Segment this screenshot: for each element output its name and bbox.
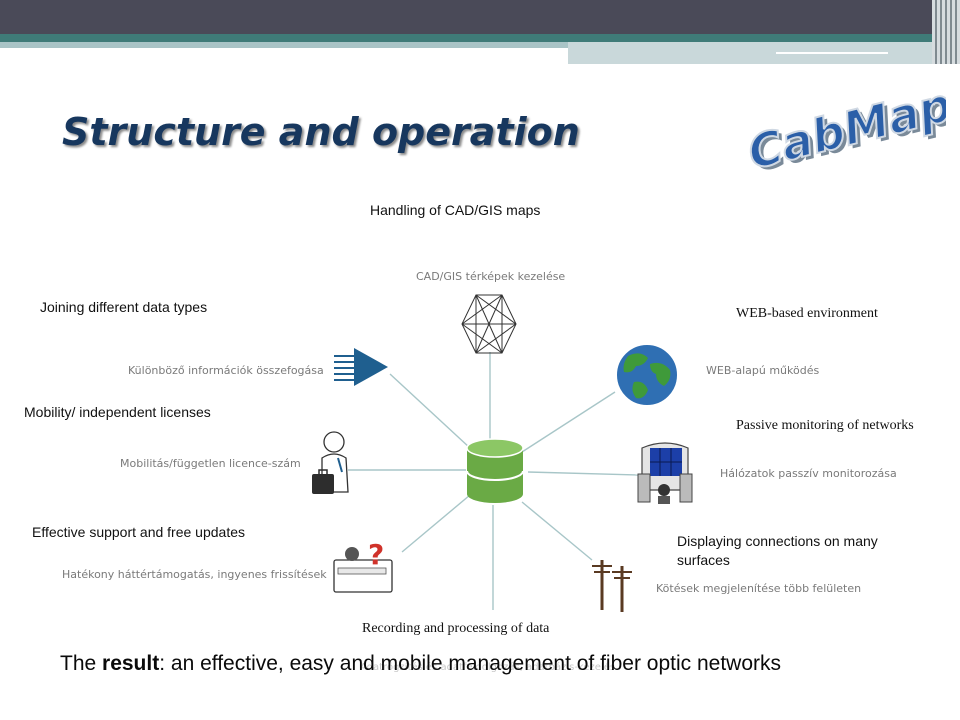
monitoring-console-icon bbox=[637, 442, 693, 504]
header-stripe-right bbox=[568, 42, 960, 64]
label-right2-en: Passive monitoring of networks bbox=[736, 418, 914, 433]
label-left2-en: Mobility/ independent licenses bbox=[24, 404, 211, 420]
support-desk-icon: ? bbox=[333, 538, 393, 593]
label-left3-hu: Hatékony háttértámogatás, ingyenes friss… bbox=[62, 568, 327, 581]
mobile-user-icon bbox=[312, 431, 349, 494]
top-bar bbox=[0, 0, 960, 34]
label-left3-en: Effective support and free updates bbox=[32, 524, 245, 540]
network-mesh-icon bbox=[461, 294, 517, 354]
header-stripe-accent bbox=[776, 52, 888, 54]
connector-right2 bbox=[527, 471, 639, 476]
conclusion-prefix: The bbox=[60, 652, 103, 675]
conclusion-suffix: : an effective, easy and mobile manageme… bbox=[159, 652, 782, 675]
database-icon bbox=[466, 438, 524, 503]
connector-left1 bbox=[389, 373, 471, 449]
header-decoration bbox=[932, 0, 960, 64]
utility-pole-icon bbox=[592, 560, 632, 612]
label-bottom-hu: Adatrögzítés és adatfeldolgozás, adatbáz… bbox=[360, 662, 616, 673]
cabmap-logo: CabMap CabMap bbox=[742, 88, 946, 170]
label-right3-hu: Kötések megjelenítése több felületen bbox=[656, 582, 862, 595]
label-right1-hu: WEB-alapú működés bbox=[706, 364, 820, 377]
label-left2-hu: Mobilitás/független licence-szám bbox=[120, 457, 301, 470]
slide-title: Structure and operation bbox=[62, 110, 580, 154]
label-top-hu: CAD/GIS térképek kezelése bbox=[416, 270, 566, 283]
label-left1-hu: Különböző információk összefogása bbox=[128, 364, 324, 377]
label-right2-hu: Hálózatok passzív monitorozása bbox=[720, 467, 897, 480]
header-stripe-light bbox=[0, 42, 568, 48]
header-stripe bbox=[0, 34, 960, 42]
merge-arrow-icon bbox=[334, 348, 388, 386]
connector-right3 bbox=[521, 501, 593, 561]
conclusion-bold: result bbox=[102, 652, 160, 675]
conclusion-text: The result: an effective, easy and mobil… bbox=[60, 652, 781, 676]
label-right3-en: Displaying connections on many surfaces bbox=[677, 533, 878, 568]
label-right1-en: WEB-based environment bbox=[736, 306, 878, 321]
label-bottom-en: Recording and processing of data bbox=[362, 621, 550, 636]
connector-left3 bbox=[401, 494, 471, 553]
globe-icon bbox=[615, 343, 679, 407]
connector-right1 bbox=[521, 391, 616, 453]
label-top-en: Handling of CAD/GIS maps bbox=[370, 202, 541, 218]
svg-text:?: ? bbox=[368, 538, 384, 571]
label-left1-en: Joining different data types bbox=[40, 299, 208, 315]
